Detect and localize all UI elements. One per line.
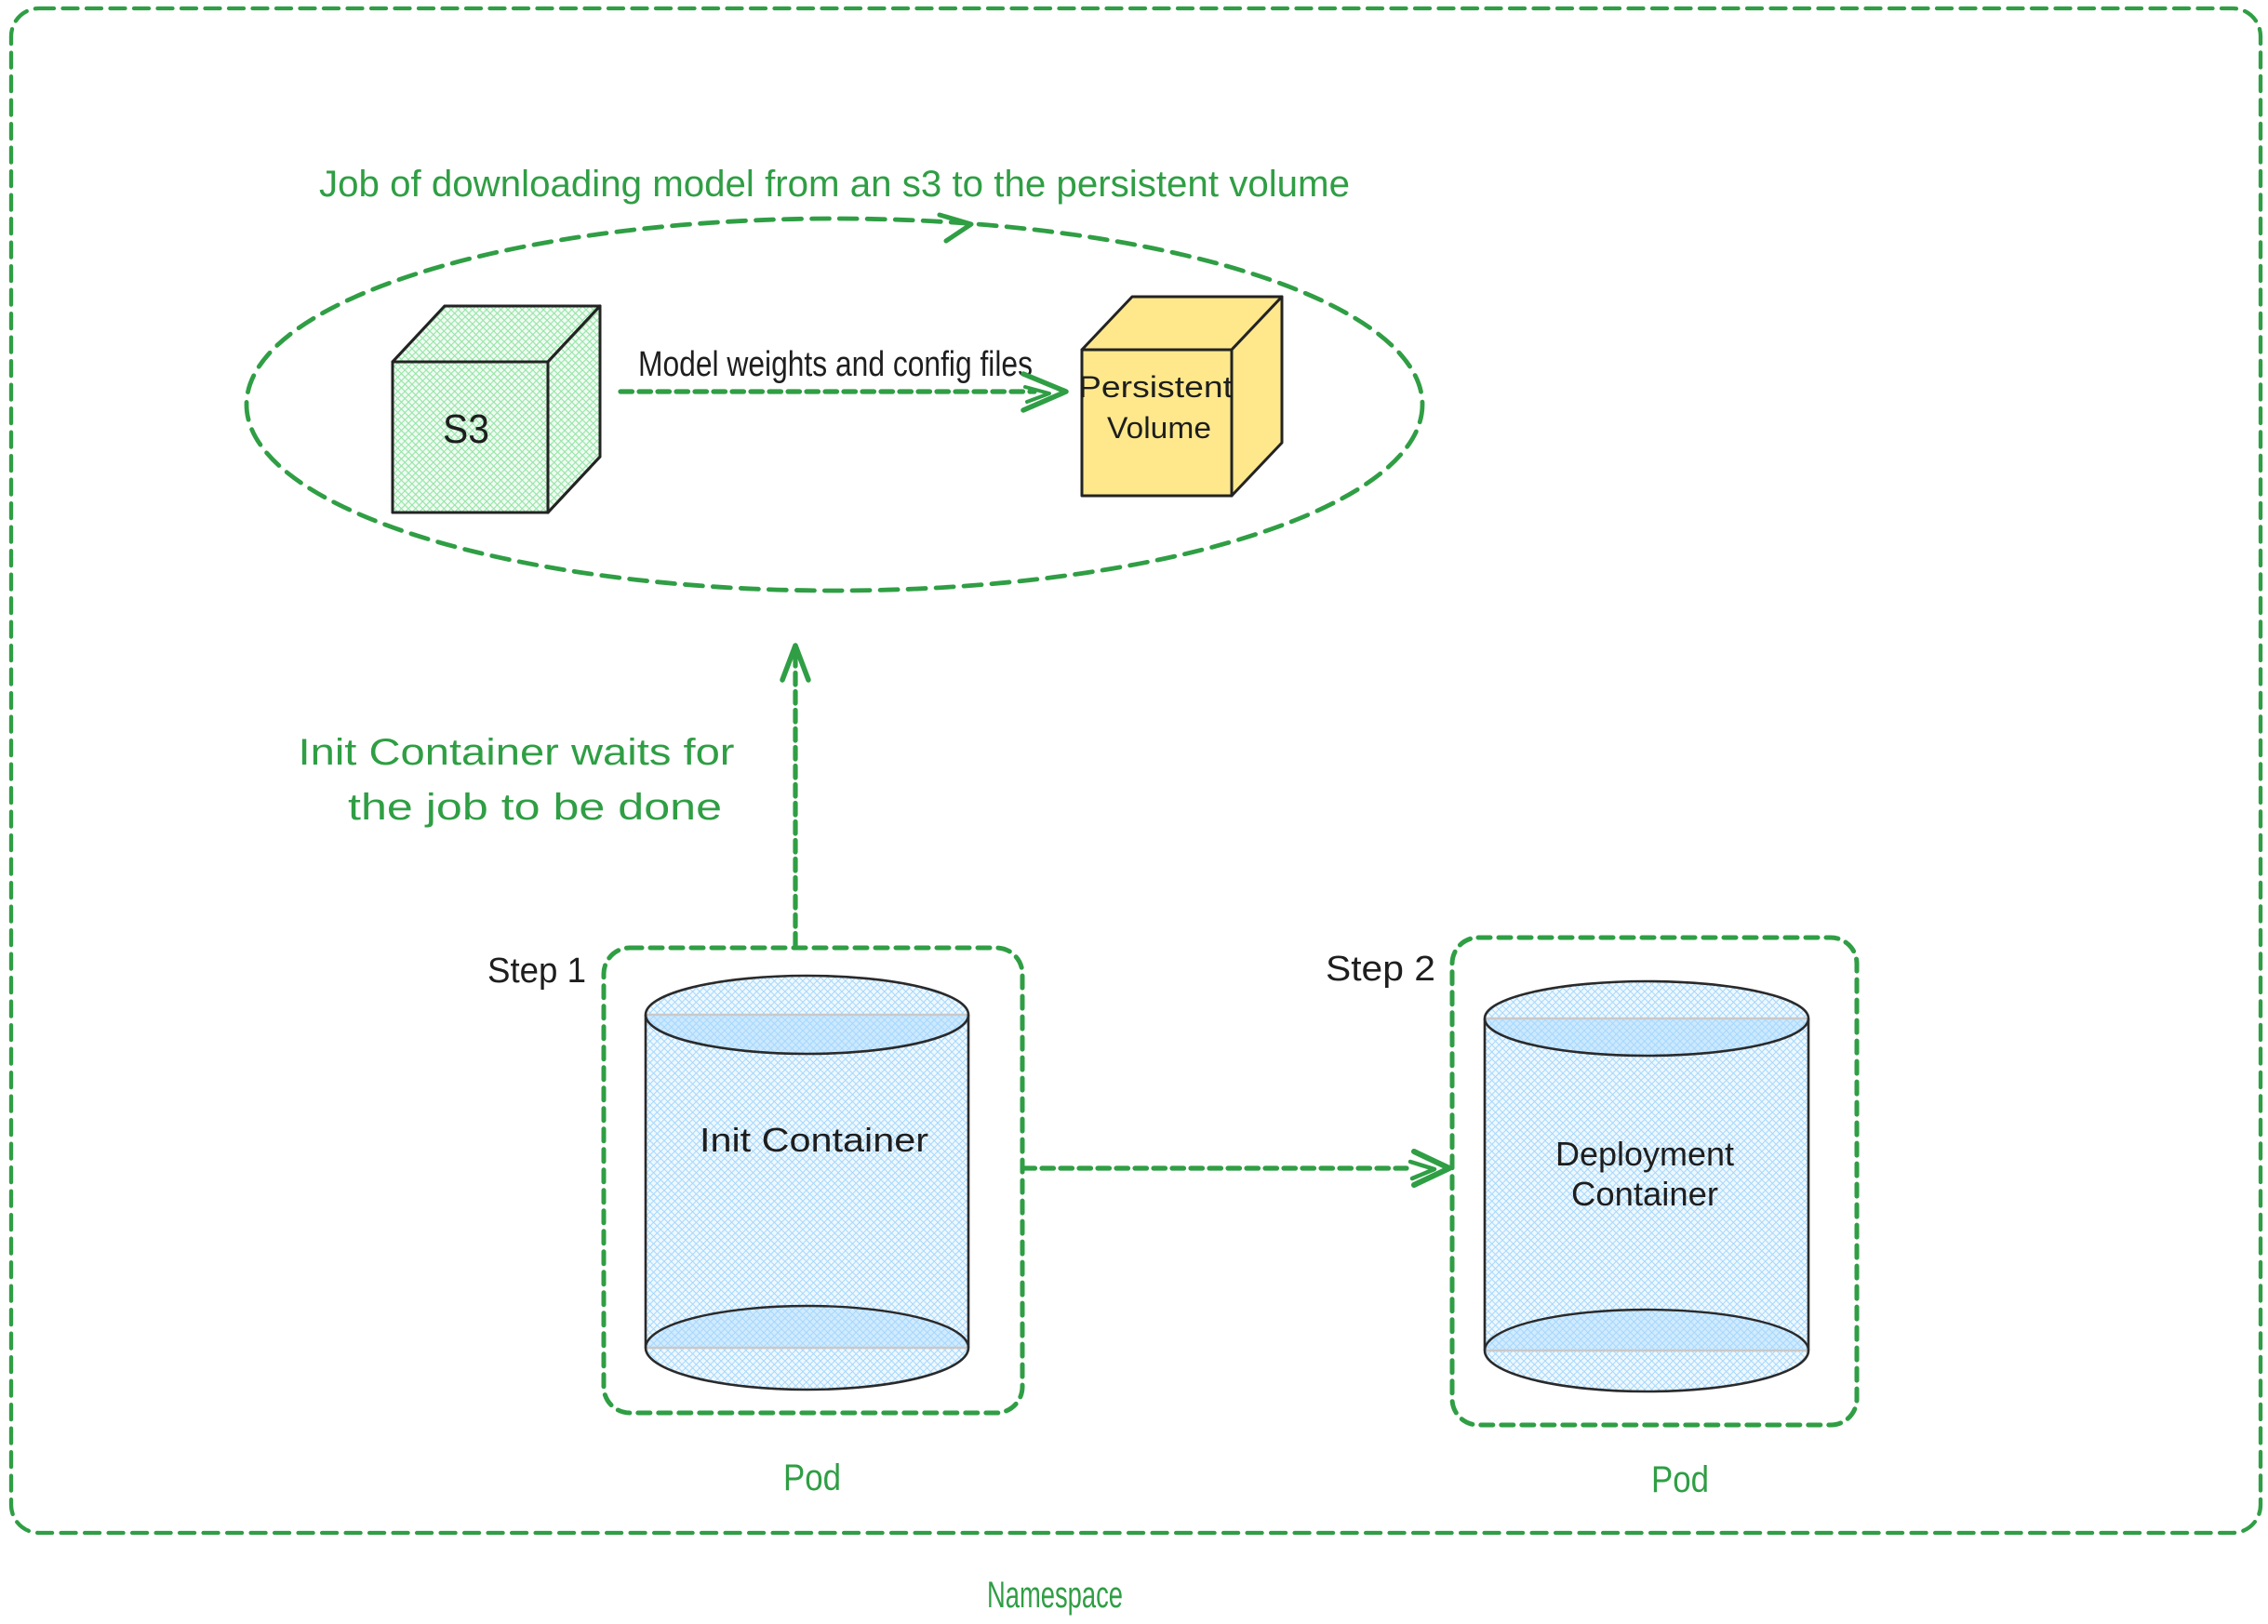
- svg-text:Deployment: Deployment: [1555, 1135, 1734, 1173]
- svg-text:Persistent: Persistent: [1078, 370, 1233, 404]
- svg-text:Step 2: Step 2: [1326, 950, 1435, 989]
- svg-text:Init Container waits for: Init Container waits for: [299, 732, 735, 773]
- svg-text:the job to be done: the job to be done: [348, 787, 722, 828]
- svg-text:Step 1: Step 1: [487, 952, 586, 991]
- svg-text:Container: Container: [1571, 1175, 1718, 1213]
- svg-text:Init Container: Init Container: [700, 1121, 928, 1159]
- svg-text:S3: S3: [443, 406, 489, 452]
- svg-text:Model weights and config files: Model weights and config files: [638, 345, 1033, 384]
- svg-text:Pod: Pod: [783, 1458, 841, 1498]
- svg-text:Pod: Pod: [1651, 1459, 1709, 1500]
- svg-text:Namespace: Namespace: [987, 1575, 1123, 1616]
- svg-text:Volume: Volume: [1107, 411, 1211, 445]
- svg-text:Job of downloading model from: Job of downloading model from an s3 to t…: [319, 164, 1350, 205]
